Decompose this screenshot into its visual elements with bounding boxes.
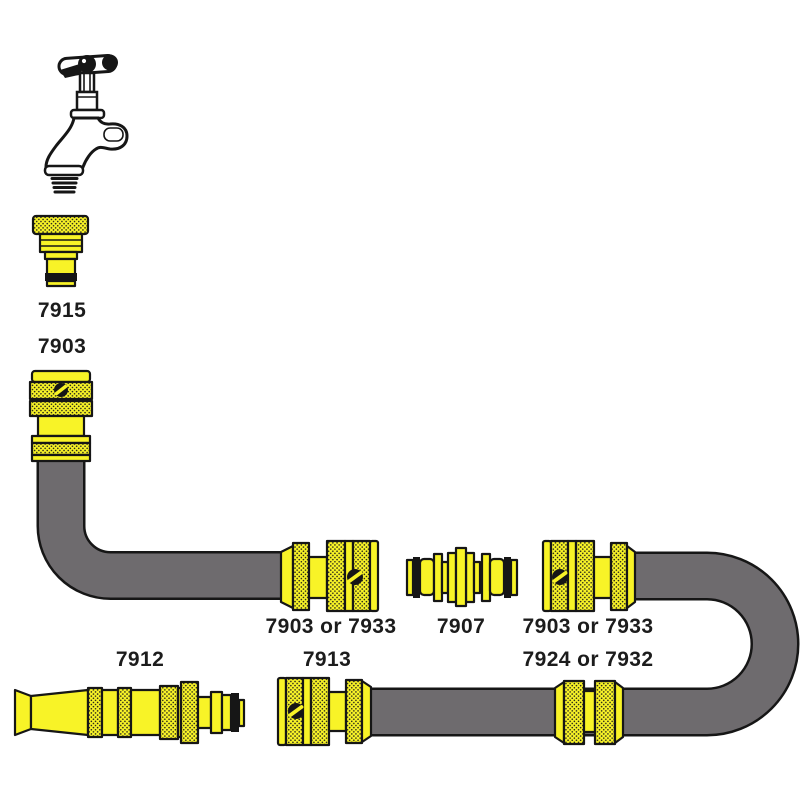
- hose-section-first: [36, 450, 298, 600]
- tap-icon: [43, 54, 129, 194]
- hose-connector-7913: [276, 676, 373, 747]
- double-male-coupler-label: 7907: [436, 615, 486, 638]
- screw-icon: [288, 703, 304, 719]
- tap-connector-label: 7915: [37, 299, 87, 322]
- hose-joiner-label: 7924 or 7932: [522, 648, 654, 671]
- o-ring: [413, 557, 420, 598]
- screw-icon: [552, 569, 568, 585]
- hose-joiner-7924-7932: [553, 679, 625, 746]
- spray-nozzle-7912: [13, 680, 246, 745]
- double-male-coupler-7907: [405, 546, 519, 608]
- female-connector-right: [541, 539, 637, 613]
- o-ring: [45, 273, 77, 281]
- female-connector-right-label: 7903 or 7933: [522, 615, 654, 638]
- screw-icon: [54, 383, 68, 397]
- screw-icon: [347, 569, 363, 585]
- o-ring: [231, 693, 239, 732]
- hose-connector-7903: [28, 369, 94, 463]
- hose-connector-top-label: 7903: [37, 335, 87, 358]
- female-connector-left: [279, 539, 380, 613]
- hose-section-second: [366, 551, 800, 737]
- nozzle-label: 7912: [115, 648, 165, 671]
- hose-connector-bottom-label: 7913: [302, 648, 352, 671]
- o-ring: [504, 557, 511, 598]
- tap-connector-7915: [31, 214, 90, 288]
- female-connector-left-label: 7903 or 7933: [265, 615, 397, 638]
